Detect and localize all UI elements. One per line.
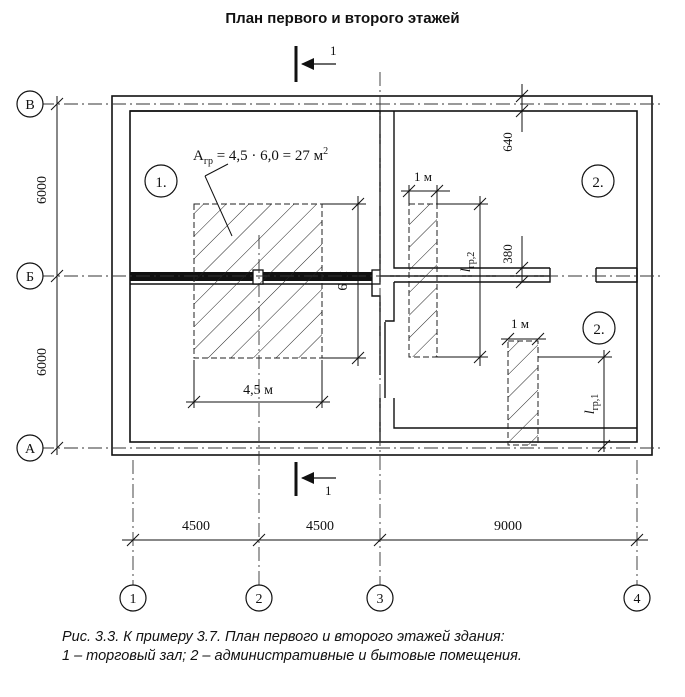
section-label: 1 <box>330 43 337 58</box>
svg-text:1.: 1. <box>155 175 166 191</box>
axis-label: 2 <box>256 592 263 607</box>
caption-line-1: Рис. 3.3. К примеру 3.7. План первого и … <box>62 629 505 645</box>
strip-lower-hatch <box>507 340 539 446</box>
l-gr2-label: lгр,2 <box>459 252 477 273</box>
axis-lines <box>40 72 660 585</box>
room-2-lower-label: 2. <box>582 311 616 345</box>
section-mark-top: 1 <box>294 43 337 82</box>
dim-380-label: 380 <box>500 244 515 264</box>
axis-row-a: А <box>16 434 44 462</box>
room-1-label: 1. <box>144 164 178 198</box>
axis-col-1: 1 <box>119 584 147 612</box>
section-mark-bottom: 1 <box>294 462 336 498</box>
svg-text:Агр = 4,5 · 6,0 = 27 м2: Агр = 4,5 · 6,0 = 27 м2 <box>193 146 328 167</box>
dim-strip-upper-width-label: 1 м <box>414 169 432 184</box>
interior-walls <box>384 111 638 429</box>
dim-hatch-width <box>186 360 330 409</box>
dim-l-gr1 <box>538 350 612 453</box>
area-formula: Агр = 4,5 · 6,0 = 27 м2 <box>193 146 328 237</box>
l-gr1-label: lгр,1 <box>583 394 601 415</box>
dim-l-gr2 <box>437 196 488 366</box>
axis-label: Б <box>26 270 34 285</box>
svg-text:2.: 2. <box>592 175 603 191</box>
dim-640-label: 640 <box>500 132 515 152</box>
dim-strip-lower-width-label: 1 м <box>511 316 529 331</box>
room-2-upper-label: 2. <box>581 164 615 198</box>
strip-upper-hatch <box>408 203 438 358</box>
left-dimension <box>50 96 64 455</box>
axis-label: 4 <box>634 592 641 607</box>
axis-row-b-middle: Б <box>16 262 44 290</box>
svg-text:2.: 2. <box>593 322 604 338</box>
dim-bottom-2: 4500 <box>306 519 334 534</box>
figure-caption: Рис. 3.3. К примеру 3.7. План первого и … <box>62 628 662 666</box>
dim-strip-upper-width <box>401 184 450 204</box>
axis-label: 1 <box>130 592 137 607</box>
axis-label: 3 <box>377 592 384 607</box>
dim-hatch-height-label: 6 м <box>336 271 351 291</box>
caption-line-2: 1 – торговый зал; 2 – административные и… <box>62 648 522 664</box>
axis-col-3: 3 <box>366 584 394 612</box>
dim-hatch-width-label: 4,5 м <box>243 383 273 398</box>
dim-bottom-3: 9000 <box>494 519 522 534</box>
dim-hatch-height <box>322 196 366 366</box>
load-area-hatch <box>193 203 323 359</box>
section-label: 1 <box>325 483 332 498</box>
axis-row-b-upper: В <box>16 90 44 118</box>
axis-col-2: 2 <box>245 584 273 612</box>
axis-col-4: 4 <box>623 584 651 612</box>
dim-left-upper: 6000 <box>35 176 50 204</box>
bottom-dimension <box>122 533 648 547</box>
page-title: План первого и второго этажей <box>225 10 460 27</box>
axis-label: А <box>25 442 36 457</box>
axis-label: В <box>25 98 34 113</box>
dim-640 <box>515 84 529 132</box>
dim-bottom-1: 4500 <box>182 519 210 534</box>
dim-strip-lower-width <box>501 332 546 346</box>
dim-380 <box>515 236 529 289</box>
dim-left-lower: 6000 <box>35 348 50 376</box>
